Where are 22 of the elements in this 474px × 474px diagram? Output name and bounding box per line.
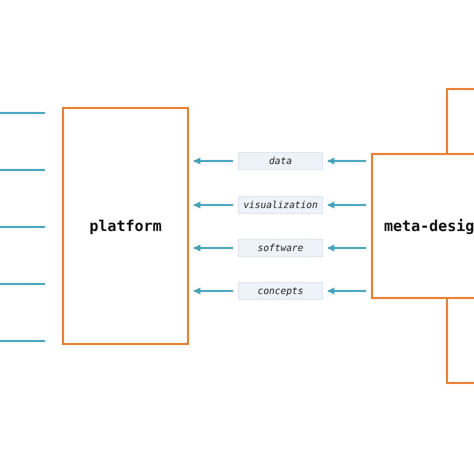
process-box [62,107,189,345]
tag-label: data [269,156,292,166]
process-box [371,153,474,299]
box-outline [446,88,474,154]
arrow [193,244,233,252]
box-outline [446,298,474,384]
arrow [327,288,366,294]
tag-label: software [258,242,304,254]
arrow [193,158,233,164]
arrow [193,202,233,208]
label-box [238,196,323,214]
tag-label: concepts [258,286,304,296]
arrow [327,244,366,252]
arrow [193,288,233,294]
label-box [238,282,323,300]
tag-label: visualization [243,200,318,210]
box-label: platform [89,217,162,235]
label-box [238,152,323,170]
box-label: meta-desig [384,217,474,235]
arrow [327,158,366,164]
arrow [327,202,366,208]
label-box [238,239,323,257]
